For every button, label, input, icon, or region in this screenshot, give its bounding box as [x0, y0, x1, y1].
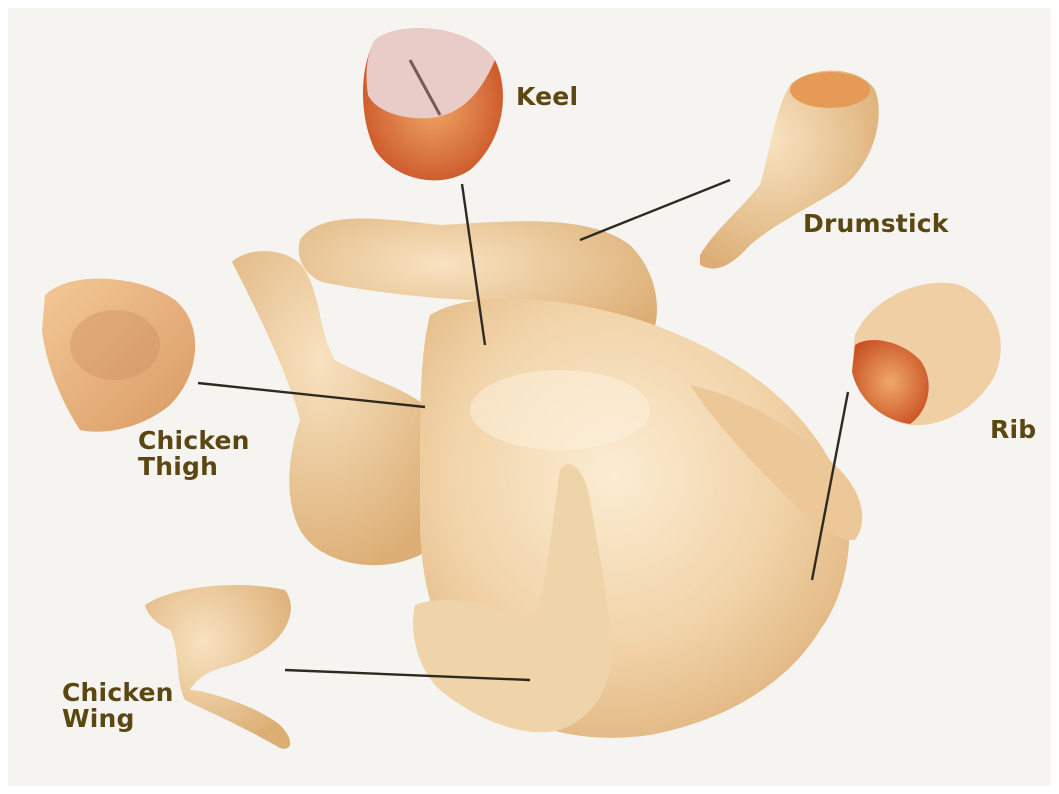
label-chicken-wing: Chicken Wing	[62, 680, 174, 732]
label-chicken-wing-line2: Wing	[62, 706, 174, 732]
label-drumstick: Drumstick	[803, 211, 949, 237]
label-keel: Keel	[516, 84, 578, 110]
drumstick-leader-line	[580, 180, 730, 240]
label-chicken-wing-line1: Chicken	[62, 680, 174, 706]
rib-piece	[852, 283, 1001, 425]
label-rib: Rib	[990, 417, 1036, 443]
label-chicken-thigh-line1: Chicken	[138, 428, 250, 454]
keel-piece	[363, 28, 503, 180]
chicken-left-leg	[232, 251, 452, 565]
label-rib-text: Rib	[990, 417, 1036, 443]
body-highlight	[470, 370, 650, 450]
label-chicken-thigh-line2: Thigh	[138, 454, 250, 480]
label-drumstick-text: Drumstick	[803, 211, 949, 237]
whole-chicken	[232, 218, 862, 737]
drumstick-piece	[700, 71, 879, 269]
chicken-thigh-piece	[42, 279, 195, 432]
label-chicken-thigh: Chicken Thigh	[138, 428, 250, 480]
label-keel-text: Keel	[516, 84, 578, 110]
